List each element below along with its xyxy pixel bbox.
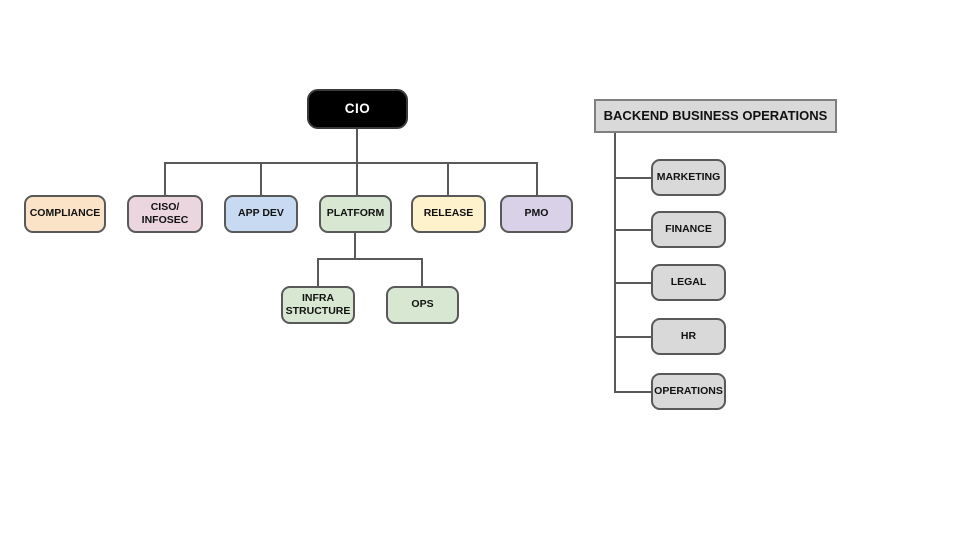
- backend-node-legal: LEGAL: [651, 264, 726, 301]
- backend-node-operations: OPERATIONS: [651, 373, 726, 410]
- org-node-cio: CIO: [307, 89, 408, 129]
- backend-operations-header: BACKEND BUSINESS OPERATIONS: [594, 99, 837, 133]
- org-node-app-dev: APP DEV: [224, 195, 298, 233]
- connector-stub-operations: [614, 391, 651, 393]
- connector-platform-horizontal: [317, 258, 423, 260]
- connector-stub-pmo: [536, 162, 538, 195]
- org-node-ops: OPS: [386, 286, 459, 324]
- org-node-infrastructure: INFRA STRUCTURE: [281, 286, 355, 324]
- connector-main-horizontal: [164, 162, 538, 164]
- connector-stub-finance: [614, 229, 651, 231]
- org-node-pmo: PMO: [500, 195, 573, 233]
- backend-node-hr: HR: [651, 318, 726, 355]
- backend-node-marketing: MARKETING: [651, 159, 726, 196]
- connector-backend-spine: [614, 131, 616, 393]
- connector-stub-hr: [614, 336, 651, 338]
- backend-node-finance: FINANCE: [651, 211, 726, 248]
- connector-stub-release: [447, 162, 449, 195]
- connector-stub-app-dev: [260, 162, 262, 195]
- connector-stub-ciso: [164, 162, 166, 195]
- org-node-ciso-infosec: CISO/ INFOSEC: [127, 195, 203, 233]
- connector-stub-marketing: [614, 177, 651, 179]
- connector-stub-legal: [614, 282, 651, 284]
- org-node-release: RELEASE: [411, 195, 486, 233]
- connector-stub-ops: [421, 258, 423, 286]
- org-node-platform: PLATFORM: [319, 195, 392, 233]
- connector-platform-trunk: [354, 232, 356, 260]
- org-node-compliance: COMPLIANCE: [24, 195, 106, 233]
- connector-stub-infrastructure: [317, 258, 319, 286]
